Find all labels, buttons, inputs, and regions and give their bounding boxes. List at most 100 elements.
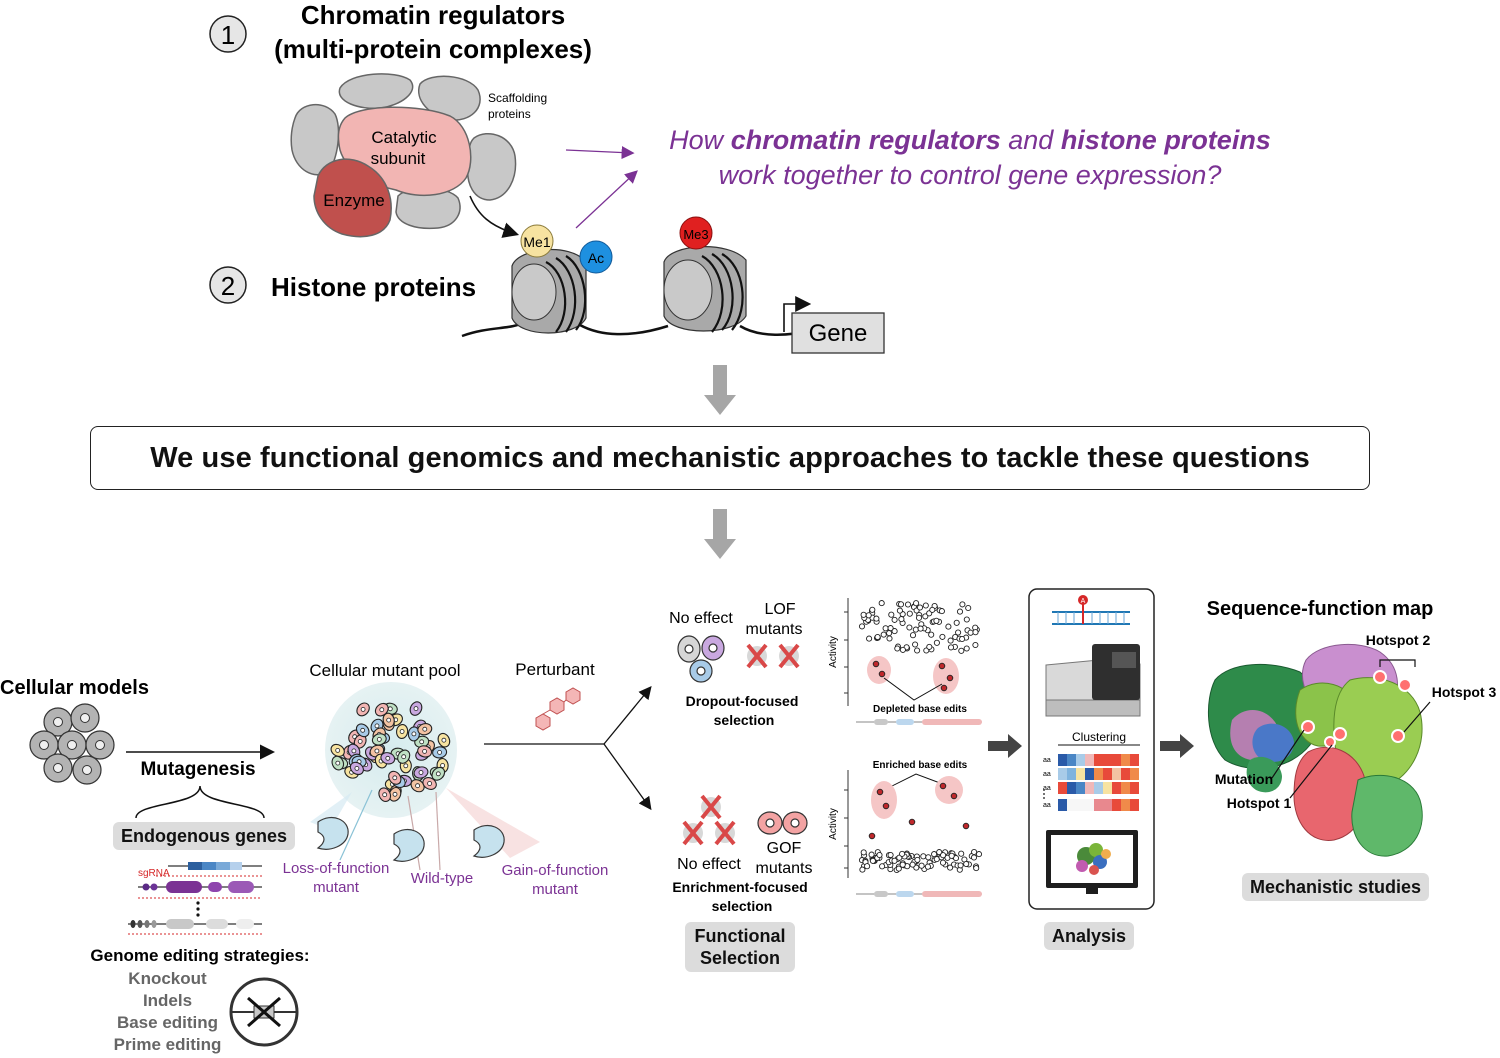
scatter-dot xyxy=(880,631,887,638)
pool-cell xyxy=(330,743,345,757)
scatter-dot xyxy=(873,615,880,622)
scatter-dot xyxy=(926,643,933,650)
me3-mark: Me3 xyxy=(679,216,713,250)
heatmap-cell xyxy=(1076,799,1085,811)
pool-cell xyxy=(417,745,433,758)
scatter-dot xyxy=(864,863,871,870)
scatter-dot xyxy=(965,604,972,612)
pool-cell xyxy=(417,723,433,736)
section-2-title: Histone proteins xyxy=(271,272,476,302)
hotspot-3-label: Hotspot 3 xyxy=(1432,684,1497,700)
approach-banner: We use functional genomics and mechanist… xyxy=(90,426,1370,490)
section-1-title: Chromatin regulators xyxy=(301,0,565,30)
scatter-dot xyxy=(868,851,875,858)
heatmap-cell xyxy=(1121,754,1130,766)
heatmap-cell xyxy=(1085,754,1094,766)
scatter-dot xyxy=(956,608,964,615)
tss-arrow xyxy=(783,296,812,332)
scatter-dot xyxy=(953,619,960,626)
scatter-dot xyxy=(933,617,940,624)
scatter-dot xyxy=(887,625,894,632)
map-title: Sequence-function map xyxy=(1207,598,1434,620)
scatter-dot xyxy=(898,616,905,623)
scatter-dot xyxy=(876,851,883,859)
pool-cell xyxy=(380,752,396,765)
scatter-dot xyxy=(955,629,962,636)
svg-text:Enriched base edits: Enriched base edits xyxy=(873,760,968,771)
strategy-list: Knockout Indels Base editing Prime editi… xyxy=(95,968,240,1056)
pool-cell xyxy=(382,712,395,728)
pool-cell xyxy=(432,746,448,759)
scatter-dot xyxy=(909,861,916,868)
nucleosome-1 xyxy=(511,248,587,334)
scatter-dot xyxy=(929,606,936,613)
scatter-dot xyxy=(922,602,929,609)
scatter-dot xyxy=(906,610,913,617)
scatter-dot xyxy=(963,860,970,868)
scaffolding-label-2: proteins xyxy=(488,107,531,121)
heatmap-cell xyxy=(1067,768,1076,780)
scatter-dot xyxy=(957,862,964,869)
scatter-dot xyxy=(888,611,895,618)
pool-cell xyxy=(397,749,411,764)
scatter-dot xyxy=(945,623,952,630)
heatmap-row-label: aa xyxy=(1043,802,1051,809)
hotspot-2-bracket xyxy=(1379,659,1416,667)
heatmap-cell xyxy=(1067,754,1076,766)
heatmap-cell xyxy=(1058,799,1067,811)
scatter-dot xyxy=(947,864,954,871)
dropout-plot: Activity Depleted base edits xyxy=(828,598,982,725)
heatmap-cell xyxy=(1076,768,1085,780)
scatter-dot xyxy=(896,607,903,614)
branch-arrow-down xyxy=(603,743,652,811)
scatter-dot xyxy=(874,633,881,641)
scatter-dot xyxy=(915,614,923,621)
svg-text:2: 2 xyxy=(221,271,235,301)
strategies-title: Genome editing strategies: xyxy=(90,946,309,965)
no-effect-top-label: No effect xyxy=(669,610,733,627)
mutagenesis-label: Mutagenesis xyxy=(140,759,255,780)
catalytic-label: Catalytic xyxy=(371,128,437,147)
heatmap-cell xyxy=(1130,799,1139,811)
lof-mutant-label-2: mutant xyxy=(313,879,360,896)
scatter-dot xyxy=(891,857,898,864)
pool-cell xyxy=(355,723,370,738)
scatter-dot xyxy=(906,624,913,631)
heatmap-cell xyxy=(1067,782,1076,794)
hotspot-3-leader xyxy=(1403,701,1431,733)
gof-mutant-label: Gain-of-function xyxy=(502,862,609,879)
enriched-dot xyxy=(950,792,958,800)
scatter-dot xyxy=(895,865,902,872)
lof-knocked-cells xyxy=(746,643,800,669)
depleted-dot xyxy=(940,684,948,692)
heatmap-row-label: aa xyxy=(1043,771,1051,778)
strategy-base-editing: Base editing xyxy=(116,1013,219,1032)
pool-cell xyxy=(410,779,425,793)
svg-text:1: 1 xyxy=(221,20,235,50)
protein-structure xyxy=(1207,643,1423,857)
pool-cell xyxy=(371,733,387,746)
scatter-dot xyxy=(869,857,876,864)
scatter-dot xyxy=(904,601,912,608)
heatmap-cell xyxy=(1112,782,1121,794)
hotspot-1-leader xyxy=(1289,744,1333,799)
scatter-dot xyxy=(917,625,924,632)
enzyme-label: Enzyme xyxy=(323,191,384,210)
dna-strand xyxy=(461,320,811,338)
step-1-badge: 1 xyxy=(209,15,247,53)
sequencer-icon xyxy=(1045,644,1141,717)
svg-text:Depleted base edits: Depleted base edits xyxy=(873,704,967,715)
scatter-dot xyxy=(899,646,906,653)
heatmap-cell xyxy=(1112,754,1121,766)
scatter-dot xyxy=(912,626,919,633)
pool-title: Cellular mutant pool xyxy=(309,661,460,680)
heatmap-row-label: aa xyxy=(1043,757,1051,764)
heatmap-cell xyxy=(1130,782,1139,794)
heatmap-cell xyxy=(1112,799,1121,811)
heatmap-cell xyxy=(1121,768,1130,780)
heatmap-cell xyxy=(1121,799,1130,811)
scatter-dot xyxy=(939,633,946,640)
branch-arrow-up xyxy=(603,685,652,745)
mutation-leader xyxy=(1271,729,1305,779)
enrichment-label-2: selection xyxy=(712,898,773,914)
